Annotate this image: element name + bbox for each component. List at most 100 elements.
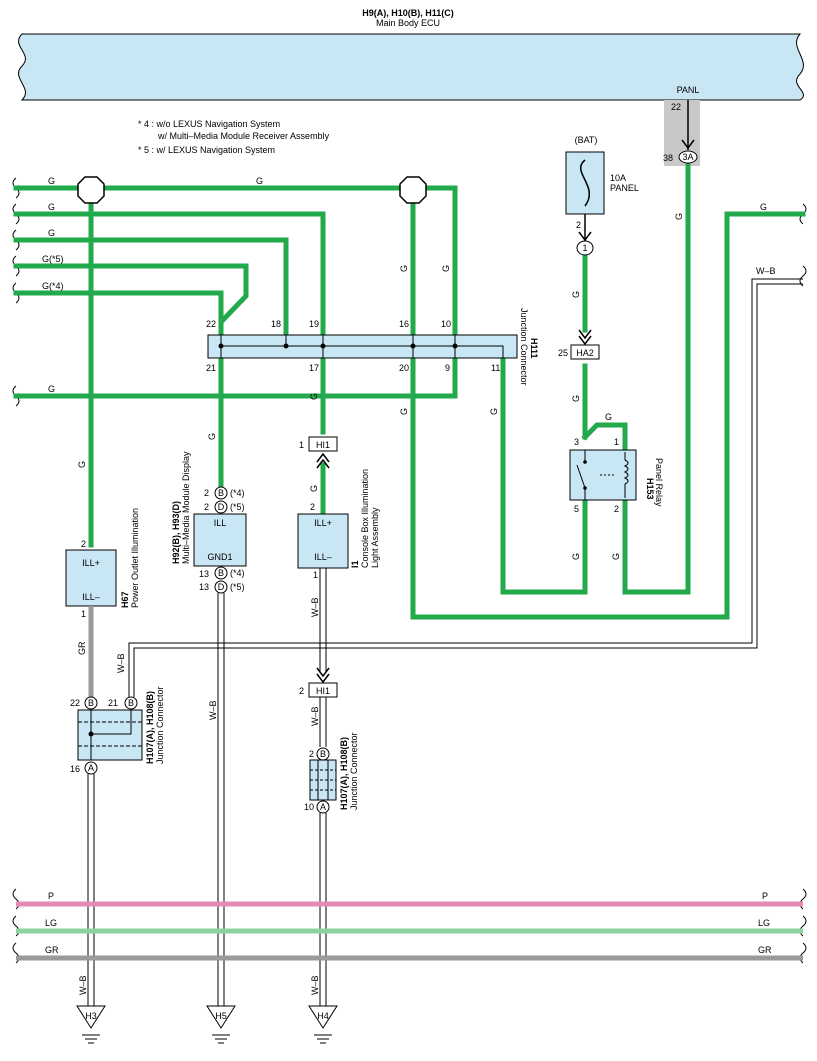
relay-name: Panel Relay <box>654 458 664 507</box>
wire-g-v7: G <box>309 393 319 400</box>
outlet-t2: ILL– <box>82 592 100 602</box>
jcm-pin-10: 10 <box>304 802 314 812</box>
outlet-pin-top: 2 <box>81 539 86 549</box>
mmd-t2: GND1 <box>207 552 232 562</box>
mmd-pin-bot-4: 13 <box>199 569 209 579</box>
h111-pin-19: 19 <box>309 319 319 329</box>
fuse-pin: 2 <box>576 220 581 230</box>
mmd-pin-bot-5: 13 <box>199 582 209 592</box>
h111-pin-20: 20 <box>399 363 409 373</box>
ecu-name: Main Body ECU <box>376 18 440 28</box>
h111-pin-11: 11 <box>491 363 500 373</box>
wire-wb-h3: W–B <box>78 975 88 995</box>
fuse-name: PANEL <box>610 183 639 193</box>
wire-wb-hi1: W–B <box>310 706 320 726</box>
h111-pin-22: 22 <box>206 319 216 329</box>
power-outlet-box <box>65 549 117 607</box>
mmd-name: Multi–Media Module Display <box>181 451 191 564</box>
jcm-a: A <box>320 802 326 812</box>
outlet-pin-bot: 1 <box>81 609 86 619</box>
mmd-t1: ILL <box>214 518 227 528</box>
green-wires <box>13 163 806 620</box>
jcm-b: B <box>320 749 326 759</box>
relay-switch-icon <box>576 464 586 489</box>
mmd-s5-top: (*5) <box>230 502 245 512</box>
jcl-pin-22: 22 <box>70 698 80 708</box>
relay-pin-1: 1 <box>614 437 619 447</box>
mmd-pin-top-5: 2 <box>204 502 209 512</box>
console-pin-bot: 1 <box>313 570 318 580</box>
outlet-id: H67 <box>120 591 130 608</box>
wire-g-v1: G <box>77 461 87 468</box>
wire-g-v8: G <box>309 485 319 492</box>
note-5: * 5 : w/ LEXUS Navigation System <box>138 145 275 155</box>
wire-g-v3: G <box>441 265 451 272</box>
h111-pin-10: 10 <box>441 319 451 329</box>
bus-p-right: P <box>762 891 768 901</box>
wire-g4: G(*4) <box>42 281 64 291</box>
console-name2: Light Assembly <box>370 507 380 568</box>
fuse-connector-label: 1 <box>582 243 587 253</box>
ground-h3-label: H3 <box>85 1011 97 1021</box>
mmd-s4-bot: (*4) <box>230 568 245 578</box>
ha2-label: HA2 <box>576 348 594 358</box>
wire-g-v5: G <box>489 408 499 415</box>
wire-g-v11: G <box>571 553 581 560</box>
wire-wb-console: W–B <box>310 597 320 617</box>
mmd-pin-top-4: 2 <box>204 488 209 498</box>
bus-lg-right: LG <box>758 918 770 928</box>
connector-3a <box>678 150 698 164</box>
ground-h5-label: H5 <box>215 1011 227 1021</box>
mmd-s4-top: (*4) <box>230 488 245 498</box>
wire-g-relay: G <box>605 412 612 422</box>
mmd-d-top: D <box>218 502 225 512</box>
bus-p-left: P <box>48 891 54 901</box>
wire-wb-mmd: W–B <box>208 700 218 720</box>
splice-left <box>77 176 105 204</box>
hi1-pin-top: 1 <box>299 440 304 450</box>
hi1-connector-top <box>308 436 338 452</box>
hi1-connector-bottom <box>308 682 338 698</box>
wire-g-1: G <box>48 176 55 186</box>
wire-g-v12: G <box>611 553 621 560</box>
wire-g-2: G <box>256 176 263 186</box>
note-4a: * 4 : w/o LEXUS Navigation System <box>138 119 280 129</box>
outlet-t1: ILL+ <box>82 558 100 568</box>
wire-g-v4: G <box>399 408 409 415</box>
wire-wb-right: W–B <box>756 266 776 276</box>
ha2-pin: 25 <box>558 348 568 358</box>
jcl-name: Junction Connector <box>155 686 165 764</box>
h111-pin-16: 16 <box>399 319 409 329</box>
mmd-d-bot: D <box>218 582 225 592</box>
bus-gr-right: GR <box>758 945 772 955</box>
wire-g-v13: G <box>674 213 684 220</box>
mmd-s5-bot: (*5) <box>230 582 245 592</box>
pin-38: 38 <box>663 153 673 163</box>
jcm-pin-2: 2 <box>309 749 314 759</box>
fuse-source: (BAT) <box>575 135 598 145</box>
ha2-arrow <box>578 329 592 346</box>
jcl-a: A <box>88 763 94 773</box>
relay-coil-icon <box>623 452 629 498</box>
fuse-icon <box>579 159 591 207</box>
h111-pin-9: 9 <box>445 363 450 373</box>
bus-gr-left: GR <box>45 945 59 955</box>
fuse-box <box>565 151 605 215</box>
wire-g-v2: G <box>399 265 409 272</box>
console-id: I1 <box>350 560 360 568</box>
relay-pin-5: 5 <box>574 504 579 514</box>
hi1-label-bottom: HI1 <box>316 686 330 696</box>
jcl-pin-16: 16 <box>70 764 80 774</box>
wb-wire-right <box>128 278 803 697</box>
mmd-id: H92(B), H93(D) <box>171 501 181 564</box>
wire-wb-h4: W–B <box>310 975 320 995</box>
panl-label: PANL <box>677 85 700 95</box>
h111-pin-18: 18 <box>271 319 281 329</box>
fuse-rating: 10A <box>610 173 626 183</box>
jcl-b2: B <box>128 698 134 708</box>
panel-relay-box <box>569 449 637 501</box>
hi1-label-top: HI1 <box>316 440 330 450</box>
wire-g-4: G <box>48 228 55 238</box>
connector-3a-label: 3A <box>682 152 693 162</box>
